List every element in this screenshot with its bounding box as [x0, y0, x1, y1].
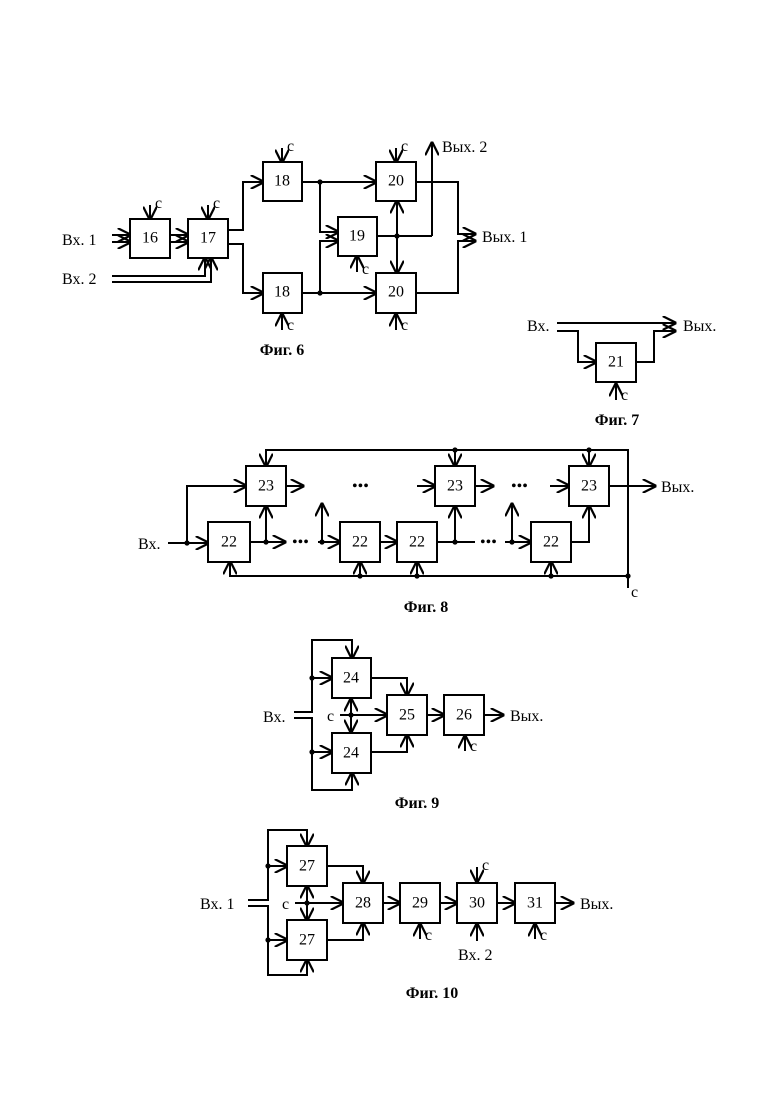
fig9-clock-label: с [327, 708, 334, 725]
fig6-junction [394, 233, 399, 238]
fig7-wire [557, 331, 596, 362]
fig6-wire [228, 244, 263, 293]
fig9-block-25-label: 25 [399, 707, 415, 724]
fig10-caption: Фиг. 10 [406, 985, 458, 1002]
fig6-clock-label: с [155, 195, 162, 212]
fig7-caption: Фиг. 7 [595, 412, 639, 429]
fig6-block-18-label: 18 [274, 173, 290, 190]
fig9-clock-label: с [470, 738, 477, 755]
fig10-block-27-label: 27 [299, 858, 315, 875]
fig6-input-2-label: Вх. 2 [62, 271, 96, 288]
fig6-clock-label: с [287, 317, 294, 334]
figure-8: Вх. с ••• ••• [138, 447, 694, 616]
fig9-block-24-label: 24 [343, 745, 359, 762]
fig9-output-label: Вых. [510, 708, 543, 725]
fig8-junction [586, 447, 591, 452]
fig10-clock-label: с [425, 927, 432, 944]
fig6-wire [112, 258, 205, 276]
fig6-block-19-label: 19 [349, 228, 365, 245]
fig7-wire [636, 331, 675, 362]
fig8-wire [230, 562, 628, 576]
fig8-clock-label: с [631, 584, 638, 601]
figure-7: Вх. Вых. 21 с Фиг. 7 [527, 318, 716, 429]
fig8-junction [548, 573, 553, 578]
fig6-clock-label: с [362, 261, 369, 278]
fig6-block-20-label: 20 [388, 284, 404, 301]
fig10-block-31-label: 31 [527, 895, 543, 912]
fig8-output-label: Вых. [661, 479, 694, 496]
fig6-block-20-label: 20 [388, 173, 404, 190]
fig8-junction [357, 573, 362, 578]
fig6-wire [416, 241, 475, 293]
fig8-block-23-label: 23 [581, 478, 597, 495]
fig6-output-2-label: Вых. 2 [442, 139, 487, 156]
fig8-ellipsis: ••• [511, 478, 528, 495]
fig6-clock-label: с [401, 138, 408, 155]
fig6-wire [320, 241, 338, 293]
fig8-block-22-label: 22 [409, 534, 425, 551]
fig6-wire [112, 258, 211, 282]
fig6-block-17-label: 17 [200, 230, 216, 247]
fig6-wire [416, 182, 475, 234]
fig10-input-1-label: Вх. 1 [200, 896, 234, 913]
fig8-ellipsis: ••• [352, 478, 369, 495]
fig9-block-24-label: 24 [343, 670, 359, 687]
fig10-block-27-label: 27 [299, 932, 315, 949]
fig6-clock-label: с [287, 138, 294, 155]
fig7-input-label: Вх. [527, 318, 549, 335]
fig10-output-label: Вых. [580, 896, 613, 913]
fig8-caption: Фиг. 8 [404, 599, 448, 616]
fig6-block-18-label: 18 [274, 284, 290, 301]
fig10-block-29-label: 29 [412, 895, 428, 912]
fig6-block-16-label: 16 [142, 230, 158, 247]
fig10-clock-label: с [282, 896, 289, 913]
fig6-junction [317, 290, 322, 295]
fig10-junction [265, 863, 270, 868]
fig9-wire [371, 735, 407, 752]
fig9-wire [371, 678, 407, 695]
fig6-clock-label: с [401, 317, 408, 334]
fig8-wire [571, 506, 589, 542]
fig9-caption: Фиг. 9 [395, 795, 439, 812]
fig9-block-26-label: 26 [456, 707, 472, 724]
fig6-input-1-label: Вх. 1 [62, 232, 96, 249]
fig6-output-1-label: Вых. 1 [482, 229, 527, 246]
fig10-block-28-label: 28 [355, 895, 371, 912]
fig10-block-30-label: 30 [469, 895, 485, 912]
fig7-output-label: Вых. [683, 318, 716, 335]
fig7-clock-label: с [621, 387, 628, 404]
fig6-wire [228, 182, 263, 230]
figure-10: Вх. 1 с Вых. с с Вх. 2 с 27 27 28 [200, 830, 613, 1002]
fig8-block-22-label: 22 [543, 534, 559, 551]
fig9-input-label: Вх. [263, 709, 285, 726]
fig8-junction [452, 447, 457, 452]
fig10-input-2-label: Вх. 2 [458, 947, 492, 964]
fig8-input-label: Вх. [138, 536, 160, 553]
fig6-wire [320, 182, 338, 232]
fig10-clock-label: с [540, 927, 547, 944]
figure-6: Вх. 1 Вх. 2 Вых. 1 Вых. 2 с с [62, 138, 527, 359]
fig6-caption: Фиг. 6 [260, 342, 304, 359]
fig9-junction [309, 749, 314, 754]
fig8-block-23-label: 23 [258, 478, 274, 495]
fig10-clock-label: с [482, 857, 489, 874]
figure-9: Вх. с Вых. с 24 24 25 26 Фиг. 9 [263, 640, 543, 812]
fig8-ellipsis: ••• [480, 534, 497, 551]
fig8-ellipsis: ••• [292, 534, 309, 551]
fig10-wire [327, 866, 363, 883]
fig8-junction [414, 573, 419, 578]
fig9-junction [309, 675, 314, 680]
fig7-block-21-label: 21 [608, 354, 624, 371]
fig6-junction [317, 179, 322, 184]
fig6-clock-label: с [213, 195, 220, 212]
fig8-block-22-label: 22 [352, 534, 368, 551]
fig8-block-23-label: 23 [447, 478, 463, 495]
fig10-wire [327, 923, 363, 940]
fig8-block-22-label: 22 [221, 534, 237, 551]
fig10-junction [265, 937, 270, 942]
